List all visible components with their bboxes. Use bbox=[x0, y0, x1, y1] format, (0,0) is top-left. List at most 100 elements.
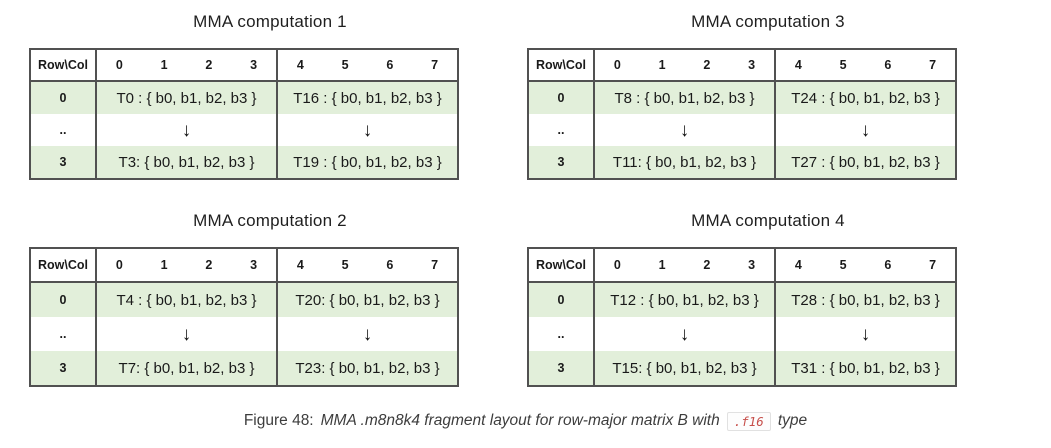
panel-mma-computation-4: MMA computation 4 Row\Col 0 1 2 3 4 5 6 … bbox=[527, 209, 957, 387]
down-arrow-icon: ↓ bbox=[181, 323, 192, 345]
down-arrow-icon: ↓ bbox=[362, 323, 373, 345]
fragment-cell: ↓ bbox=[774, 114, 955, 146]
table-title: MMA computation 1 bbox=[193, 12, 347, 31]
col-header: 2 bbox=[205, 258, 213, 272]
row-label: .. bbox=[31, 114, 97, 146]
col-header: 7 bbox=[431, 58, 439, 72]
col-header: 3 bbox=[748, 258, 756, 272]
table-header-row: Row\Col 0 1 2 3 4 5 6 7 bbox=[529, 249, 955, 283]
fragment-table: Row\Col 0 1 2 3 4 5 6 7 0 T8 : { b0, b1,… bbox=[527, 48, 957, 180]
fragment-cell: T7: { b0, b1, b2, b3 } bbox=[118, 359, 255, 377]
panel-mma-computation-1: MMA computation 1 Row\Col 0 1 2 3 4 5 6 … bbox=[29, 10, 459, 180]
fragment-cell: T27 : { b0, b1, b2, b3 } bbox=[774, 146, 955, 178]
column-headers-right: 4 5 6 7 bbox=[276, 50, 457, 80]
table-header-row: Row\Col 0 1 2 3 4 5 6 7 bbox=[31, 50, 457, 82]
fragment-cell: T19 : { b0, b1, b2, b3 } bbox=[276, 146, 457, 178]
col-header: 5 bbox=[341, 58, 349, 72]
corner-header-cell: Row\Col bbox=[31, 249, 97, 281]
col-header: 1 bbox=[160, 258, 168, 272]
fragment-table: Row\Col 0 1 2 3 4 5 6 7 0 T12 : { b0, b1… bbox=[527, 247, 957, 387]
down-arrow-icon: ↓ bbox=[362, 119, 373, 141]
table-title: MMA computation 2 bbox=[193, 211, 347, 230]
fragment-table: Row\Col 0 1 2 3 4 5 6 7 0 T4 : { b0, b1,… bbox=[29, 247, 459, 387]
column-headers-right: 4 5 6 7 bbox=[774, 50, 955, 80]
table-row: 0 T4 : { b0, b1, b2, b3 } T20: { b0, b1,… bbox=[31, 283, 457, 317]
column-headers-left: 0 1 2 3 bbox=[595, 50, 774, 80]
column-headers-right: 4 5 6 7 bbox=[276, 249, 457, 281]
fragment-cell: T11: { b0, b1, b2, b3 } bbox=[612, 153, 757, 171]
table-row-ellipsis: .. ↓ ↓ bbox=[529, 317, 955, 351]
col-header: 4 bbox=[794, 258, 802, 272]
fragment-cell: T20: { b0, b1, b2, b3 } bbox=[276, 283, 457, 317]
row-label: 0 bbox=[31, 283, 97, 317]
col-header: 2 bbox=[703, 258, 711, 272]
column-headers-left: 0 1 2 3 bbox=[97, 249, 276, 281]
fragment-cell: ↓ bbox=[97, 317, 276, 351]
col-header: 2 bbox=[205, 58, 213, 72]
col-header: 6 bbox=[386, 258, 394, 272]
table-row: 3 T11: { b0, b1, b2, b3 } T27 : { b0, b1… bbox=[529, 146, 955, 178]
row-label: 3 bbox=[31, 351, 97, 385]
col-header: 4 bbox=[794, 58, 802, 72]
row-label: 0 bbox=[31, 82, 97, 114]
table-row: 3 T15: { b0, b1, b2, b3 } T31 : { b0, b1… bbox=[529, 351, 955, 385]
down-arrow-icon: ↓ bbox=[679, 119, 690, 141]
col-header: 1 bbox=[160, 58, 168, 72]
fragment-cell: T8 : { b0, b1, b2, b3 } bbox=[614, 89, 755, 107]
fragment-cell: T12 : { b0, b1, b2, b3 } bbox=[610, 291, 759, 309]
table-row: 0 T8 : { b0, b1, b2, b3 } T24 : { b0, b1… bbox=[529, 82, 955, 114]
col-header: 3 bbox=[748, 58, 756, 72]
col-header: 1 bbox=[658, 58, 666, 72]
col-header: 0 bbox=[115, 58, 123, 72]
table-title: MMA computation 4 bbox=[691, 211, 845, 230]
corner-header-cell: Row\Col bbox=[529, 50, 595, 80]
table-row: 3 T3: { b0, b1, b2, b3 } T19 : { b0, b1,… bbox=[31, 146, 457, 178]
col-header: 7 bbox=[929, 58, 937, 72]
table-title: MMA computation 3 bbox=[691, 12, 845, 31]
down-arrow-icon: ↓ bbox=[860, 119, 871, 141]
col-header: 1 bbox=[658, 258, 666, 272]
fragment-table: Row\Col 0 1 2 3 4 5 6 7 0 T0 : { b0, b1,… bbox=[29, 48, 459, 180]
fragment-cell: ↓ bbox=[276, 114, 457, 146]
col-header: 5 bbox=[839, 58, 847, 72]
row-label: .. bbox=[529, 114, 595, 146]
fragment-cell: T28 : { b0, b1, b2, b3 } bbox=[774, 283, 955, 317]
fragment-cell: T3: { b0, b1, b2, b3 } bbox=[118, 153, 255, 171]
row-label: 3 bbox=[529, 146, 595, 178]
col-header: 7 bbox=[431, 258, 439, 272]
down-arrow-icon: ↓ bbox=[860, 323, 871, 345]
col-header: 6 bbox=[884, 258, 892, 272]
fragment-cell: T31 : { b0, b1, b2, b3 } bbox=[774, 351, 955, 385]
panel-mma-computation-3: MMA computation 3 Row\Col 0 1 2 3 4 5 6 … bbox=[527, 10, 957, 180]
caption-code-chip: .f16 bbox=[726, 411, 771, 431]
table-row-ellipsis: .. ↓ ↓ bbox=[31, 114, 457, 146]
fragment-cell: ↓ bbox=[595, 317, 774, 351]
table-header-row: Row\Col 0 1 2 3 4 5 6 7 bbox=[31, 249, 457, 283]
table-header-row: Row\Col 0 1 2 3 4 5 6 7 bbox=[529, 50, 955, 82]
caption-figure-number: Figure 48: bbox=[243, 412, 314, 429]
col-header: 6 bbox=[884, 58, 892, 72]
table-row: 0 T12 : { b0, b1, b2, b3 } T28 : { b0, b… bbox=[529, 283, 955, 317]
row-label: .. bbox=[31, 317, 97, 351]
col-header: 3 bbox=[250, 258, 258, 272]
col-header: 5 bbox=[839, 258, 847, 272]
col-header: 5 bbox=[341, 258, 349, 272]
table-row-ellipsis: .. ↓ ↓ bbox=[529, 114, 955, 146]
col-header: 6 bbox=[386, 58, 394, 72]
row-label: 0 bbox=[529, 82, 595, 114]
row-label: 0 bbox=[529, 283, 595, 317]
fragment-cell: T23: { b0, b1, b2, b3 } bbox=[276, 351, 457, 385]
col-header: 3 bbox=[250, 58, 258, 72]
fragment-cell: ↓ bbox=[595, 114, 774, 146]
fragment-cell: ↓ bbox=[774, 317, 955, 351]
caption-text: MMA .m8n8k4 fragment layout for row-majo… bbox=[320, 412, 720, 429]
col-header: 2 bbox=[703, 58, 711, 72]
panel-mma-computation-2: MMA computation 2 Row\Col 0 1 2 3 4 5 6 … bbox=[29, 209, 459, 387]
col-header: 0 bbox=[613, 258, 621, 272]
corner-header-cell: Row\Col bbox=[529, 249, 595, 281]
column-headers-right: 4 5 6 7 bbox=[774, 249, 955, 281]
corner-header-cell: Row\Col bbox=[31, 50, 97, 80]
caption-text-suffix: type bbox=[777, 412, 808, 429]
col-header: 7 bbox=[929, 258, 937, 272]
